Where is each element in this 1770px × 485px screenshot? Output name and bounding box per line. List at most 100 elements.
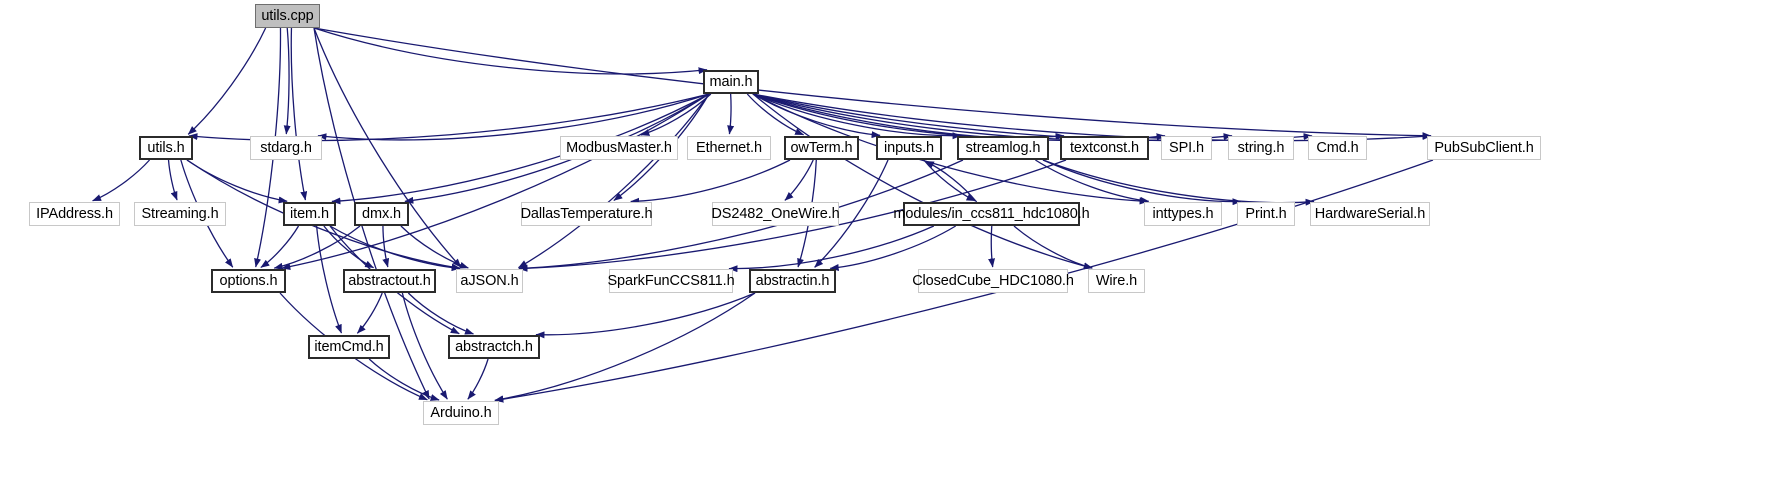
node-label: ClosedCube_HDC1080.h <box>912 272 1074 289</box>
node-streamlog-h[interactable]: streamlog.h <box>957 136 1049 160</box>
node-label: aJSON.h <box>460 272 519 289</box>
node-abstractin-h[interactable]: abstractin.h <box>749 269 836 293</box>
edge-abstractout-h-to-itemcmd-h <box>356 292 383 334</box>
node-label: owTerm.h <box>790 139 853 156</box>
edge-textconst-h-to-ajson-h <box>518 159 1067 272</box>
node-options-h[interactable]: options.h <box>211 269 286 293</box>
edge-item-h-to-abstractout-h <box>323 225 375 269</box>
node-string-h[interactable]: string.h <box>1228 136 1294 160</box>
node-label: main.h <box>709 73 753 90</box>
edge-utils-h-to-ajson-h <box>186 159 461 271</box>
edge-streamlog-h-to-print-h <box>1042 159 1242 206</box>
edge-streamlog-h-to-ajson-h <box>518 159 964 272</box>
edge-abstractin-h-to-arduino-h <box>494 292 756 403</box>
node-closedcube-h[interactable]: ClosedCube_HDC1080.h <box>912 269 1074 293</box>
node-utils-cpp[interactable]: utils.cpp <box>255 4 320 28</box>
edge-inputs-h-to-abstractin-h <box>814 159 889 268</box>
edge-streamlog-h-to-inttypes-h <box>1035 159 1150 204</box>
node-textconst-h[interactable]: textconst.h <box>1060 136 1149 160</box>
edge-item-h-to-itemcmd-h <box>315 225 343 334</box>
node-pubsubclient-h[interactable]: PubSubClient.h <box>1427 136 1541 160</box>
node-ethernet-h[interactable]: Ethernet.h <box>687 136 771 160</box>
edge-utils-cpp-to-ajson-h <box>313 27 462 268</box>
node-label: dmx.h <box>362 205 401 222</box>
edge-modules-ccs-h-to-abstractin-h <box>829 225 957 272</box>
node-label: abstractch.h <box>455 338 533 355</box>
node-streaming-h[interactable]: Streaming.h <box>134 202 226 226</box>
node-label: inputs.h <box>884 139 934 156</box>
node-ajson-h[interactable]: aJSON.h <box>456 269 523 293</box>
node-abstractch-h[interactable]: abstractch.h <box>448 335 540 359</box>
node-label: modules/in_ccs811_hdc1080.h <box>893 205 1090 222</box>
node-label: Ethernet.h <box>696 139 762 156</box>
edge-utils-cpp-to-main-h <box>313 27 708 75</box>
edge-owterm-h-to-dallastemp-h <box>630 159 791 205</box>
node-itemcmd-h[interactable]: itemCmd.h <box>308 335 390 359</box>
node-label: streamlog.h <box>965 139 1041 156</box>
edge-modules-ccs-h-to-inputs-h <box>924 160 978 203</box>
node-print-h[interactable]: Print.h <box>1237 202 1295 226</box>
node-main-h[interactable]: main.h <box>703 70 759 94</box>
node-label: textconst.h <box>1069 139 1140 156</box>
edge-main-h-to-item-h <box>331 93 710 205</box>
node-label: inttypes.h <box>1152 205 1214 222</box>
edge-paths <box>92 27 1434 403</box>
node-stdarg-h[interactable]: stdarg.h <box>250 136 322 160</box>
edge-utils-cpp-to-pubsubclient-h <box>313 27 1432 140</box>
edge-streamlog-h-to-hardwareserial-h <box>1042 159 1315 206</box>
edge-main-h-to-streamlog-h <box>752 93 962 140</box>
edge-utils-cpp-to-utils-h <box>187 27 267 135</box>
node-label: SPI.h <box>1169 139 1204 156</box>
edge-main-h-to-spi-h <box>752 93 1166 142</box>
node-label: item.h <box>290 205 329 222</box>
node-modbusmaster-h[interactable]: ModbusMaster.h <box>560 136 678 160</box>
node-hardwareserial-h[interactable]: HardwareSerial.h <box>1310 202 1430 226</box>
edge-dmx-h-to-ajson-h <box>400 225 469 269</box>
node-label: SparkFunCCS811.h <box>607 272 735 289</box>
node-ipaddress-h[interactable]: IPAddress.h <box>29 202 120 226</box>
node-label: Print.h <box>1245 205 1287 222</box>
node-item-h[interactable]: item.h <box>283 202 336 226</box>
node-label: DallasTemperature.h <box>520 205 653 222</box>
node-label: utils.cpp <box>261 7 314 24</box>
node-label: string.h <box>1237 139 1285 156</box>
node-ds2482-h[interactable]: DS2482_OneWire.h <box>711 202 840 226</box>
node-label: Wire.h <box>1095 272 1138 289</box>
node-inputs-h[interactable]: inputs.h <box>876 136 942 160</box>
node-spi-h[interactable]: SPI.h <box>1161 136 1212 160</box>
edge-abstractch-h-to-arduino-h <box>467 358 489 400</box>
edge-itemcmd-h-to-arduino-h <box>368 358 440 401</box>
edge-pubsubclient-h-to-arduino-h <box>494 159 1434 403</box>
node-modules-ccs-h[interactable]: modules/in_ccs811_hdc1080.h <box>893 202 1090 226</box>
node-cmd-h[interactable]: Cmd.h <box>1308 136 1367 160</box>
edge-main-h-to-dmx-h <box>404 93 710 204</box>
node-sparkfun-h[interactable]: SparkFunCCS811.h <box>607 269 735 293</box>
node-arduino-h[interactable]: Arduino.h <box>423 401 499 425</box>
node-utils-h[interactable]: utils.h <box>139 136 193 160</box>
node-label: DS2482_OneWire.h <box>711 205 840 222</box>
node-label: options.h <box>219 272 278 289</box>
node-label: ModbusMaster.h <box>566 139 672 156</box>
edge-item-h-to-ajson-h <box>329 225 461 272</box>
edge-main-h-to-utils-h <box>188 93 710 142</box>
node-label: Cmd.h <box>1316 139 1359 156</box>
edge-main-h-to-wire-h <box>752 93 1093 270</box>
edge-abstractin-h-to-abstractch-h <box>535 292 756 339</box>
edge-main-h-to-ethernet-h <box>727 93 735 135</box>
node-inttypes-h[interactable]: inttypes.h <box>1144 202 1222 226</box>
node-label: abstractin.h <box>755 272 830 289</box>
node-dallastemp-h[interactable]: DallasTemperature.h <box>520 202 653 226</box>
edge-abstractout-h-to-abstractch-h <box>407 292 474 335</box>
node-label: PubSubClient.h <box>1434 139 1534 156</box>
node-label: stdarg.h <box>260 139 312 156</box>
edge-modules-ccs-h-to-wire-h <box>1013 225 1093 270</box>
node-wire-h[interactable]: Wire.h <box>1088 269 1145 293</box>
edge-item-h-to-options-h <box>260 225 300 269</box>
node-dmx-h[interactable]: dmx.h <box>354 202 409 226</box>
edge-utils-cpp-to-item-h <box>290 27 308 201</box>
edge-owterm-h-to-ds2482-h <box>784 159 814 201</box>
node-abstractout-h[interactable]: abstractout.h <box>343 269 436 293</box>
node-owterm-h[interactable]: owTerm.h <box>784 136 859 160</box>
